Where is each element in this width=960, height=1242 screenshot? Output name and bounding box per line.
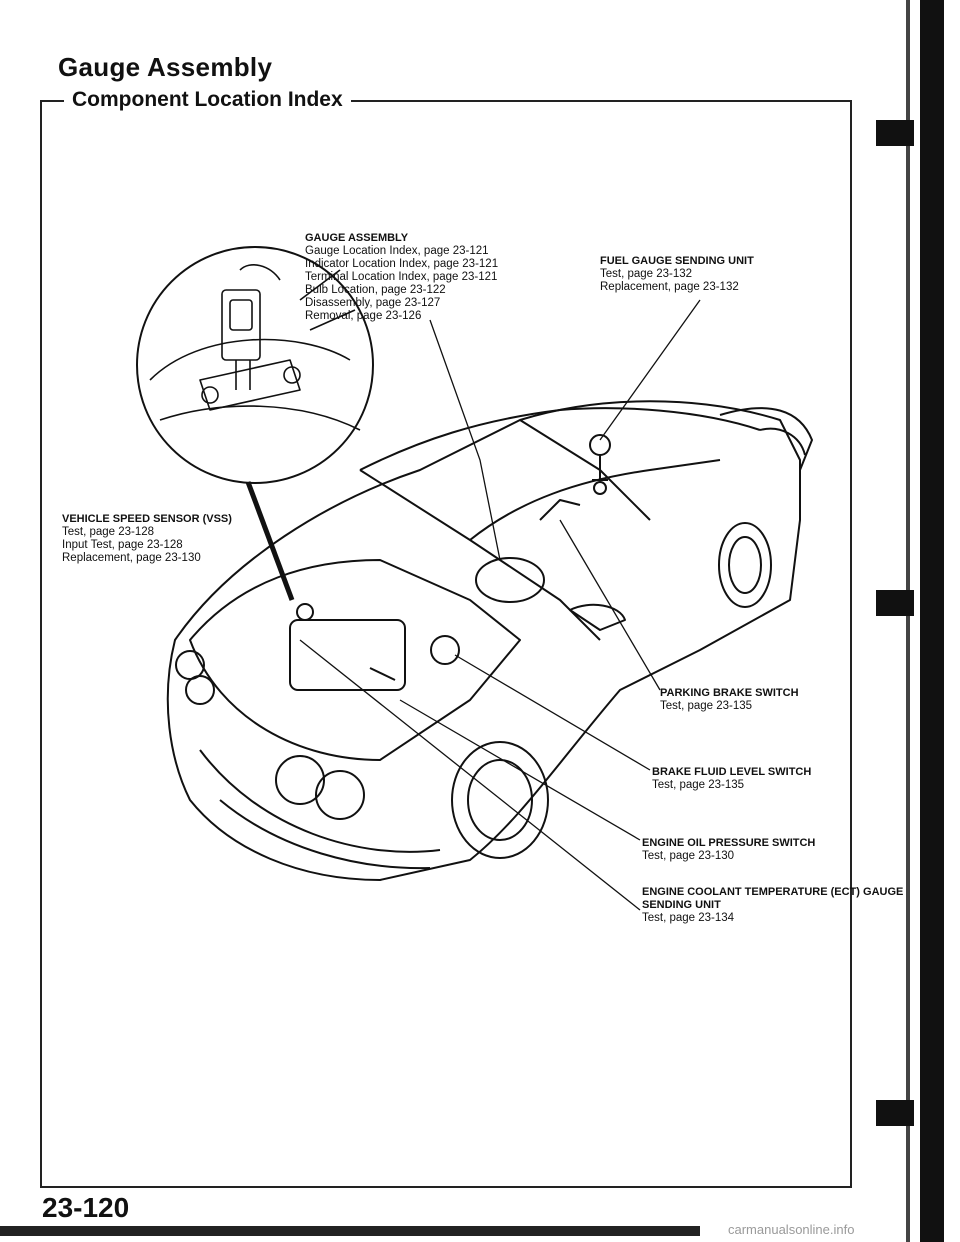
battery-box: [289, 619, 406, 691]
label-head: BRAKE FLUID LEVEL SWITCH: [652, 766, 812, 778]
index-tab: [876, 120, 914, 146]
fuel-sending-unit-symbol: [589, 434, 611, 456]
ect-sensor-symbol: [296, 603, 314, 621]
leader-parking-brake: [559, 519, 661, 691]
bottom-scan-edge: [0, 1226, 700, 1236]
label-head: ENGINE OIL PRESSURE SWITCH: [642, 837, 816, 849]
parking-brake-symbol: [539, 499, 581, 521]
label-fuel-gauge-sending-unit: FUEL GAUGE SENDING UNIT Test, page 23-13…: [600, 255, 754, 294]
side-mirror: [569, 603, 626, 631]
front-wheel: [451, 741, 549, 859]
rear-wheel: [718, 522, 772, 608]
label-line: Replacement, page 23-132: [600, 281, 739, 293]
label-line: Test, page 23-128: [62, 526, 155, 538]
label-line: Gauge Location Index, page 23-121: [305, 245, 489, 257]
label-parking-brake-switch: PARKING BRAKE SWITCH Test, page 23-135: [660, 687, 799, 713]
label-head: FUEL GAUGE SENDING UNIT: [600, 255, 754, 267]
vss-detail-circle: [136, 246, 374, 484]
label-line: Bulb Location, page 23-122: [305, 284, 446, 296]
watermark: carmanualsonline.info: [728, 1222, 855, 1237]
gauge-cluster: [475, 557, 545, 603]
label-line: Test, page 23-132: [600, 268, 693, 280]
label-line: Input Test, page 23-128: [62, 539, 183, 551]
leader-brake-fluid: [454, 654, 651, 771]
label-head: GAUGE ASSEMBLY: [305, 232, 409, 244]
page-title: Gauge Assembly: [58, 52, 273, 82]
label-head: VEHICLE SPEED SENSOR (VSS): [62, 513, 232, 525]
label-head: PARKING BRAKE SWITCH: [660, 687, 799, 699]
section-subtitle: Component Location Index: [64, 88, 351, 112]
leader-gauge-assembly: [429, 319, 501, 561]
label-line: Test, page 23-135: [652, 779, 745, 791]
oil-pressure-switch-symbol: [430, 635, 460, 665]
leader-oil-pressure: [399, 699, 641, 841]
hood: [189, 559, 521, 761]
page-number: 23-120: [42, 1192, 130, 1223]
leader-fuel-gauge: [599, 299, 701, 441]
label-line: Test, page 23-130: [642, 850, 735, 862]
label-head: ENGINE COOLANT TEMPERATURE (ECT) GAUGE: [642, 886, 904, 898]
label-engine-oil-pressure-switch: ENGINE OIL PRESSURE SWITCH Test, page 23…: [642, 837, 815, 863]
label-gauge-assembly: GAUGE ASSEMBLY Gauge Location Index, pag…: [305, 232, 498, 323]
leader-ect: [299, 639, 641, 911]
label-ect-gauge-sending-unit: ENGINE COOLANT TEMPERATURE (ECT) GAUGE S…: [642, 886, 903, 925]
label-line: Disassembly, page 23-127: [305, 297, 441, 309]
label-line: Test, page 23-135: [660, 700, 753, 712]
binding-edge: [920, 0, 944, 1242]
label-line: Terminal Location Index, page 23-121: [305, 271, 498, 283]
frame-bottom-rule: [40, 1186, 852, 1188]
index-tab: [876, 590, 914, 616]
headlight-left: [275, 755, 325, 805]
vss-sensor-drawing: [149, 264, 361, 431]
label-line: Test, page 23-134: [642, 912, 735, 924]
label-head: SENDING UNIT: [642, 899, 721, 911]
label-line: Indicator Location Index, page 23-121: [305, 258, 499, 270]
label-vehicle-speed-sensor: VEHICLE SPEED SENSOR (VSS) Test, page 23…: [62, 513, 232, 565]
binding-edge-line: [906, 0, 910, 1242]
label-brake-fluid-level-switch: BRAKE FLUID LEVEL SWITCH Test, page 23-1…: [652, 766, 811, 792]
car-body: [166, 400, 801, 881]
label-line: Replacement, page 23-130: [62, 552, 201, 564]
label-line: Removal, page 23-126: [305, 310, 422, 322]
content-frame: [40, 100, 852, 1186]
index-tab: [876, 1100, 914, 1126]
